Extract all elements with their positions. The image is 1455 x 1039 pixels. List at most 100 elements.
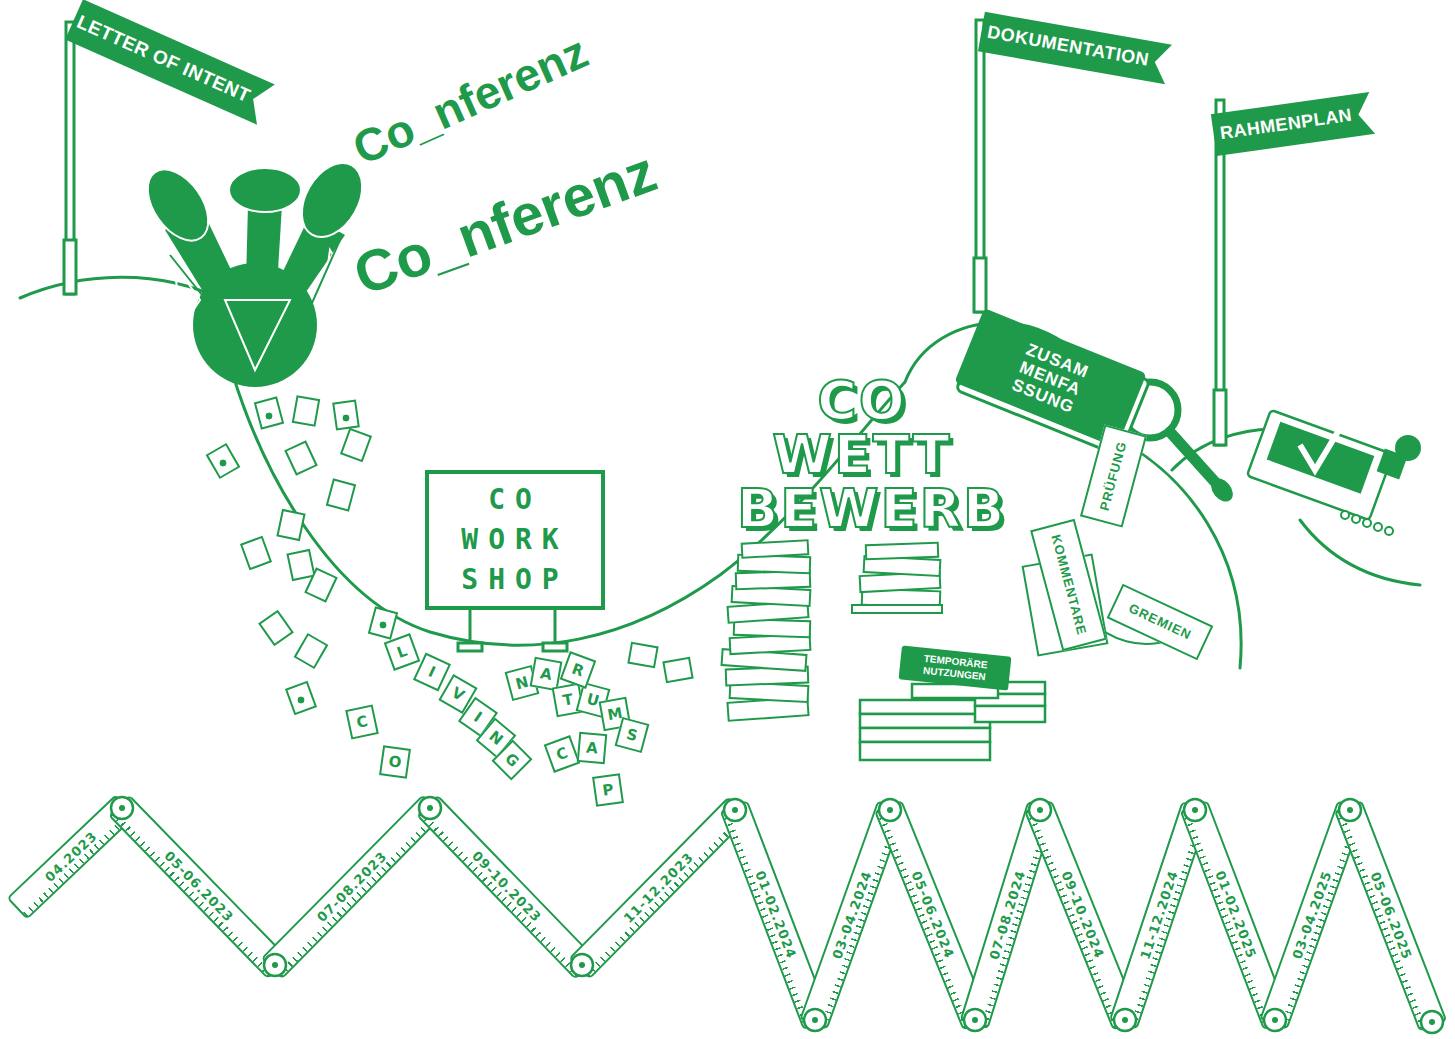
- note: [663, 658, 692, 682]
- pallet-slat: [860, 700, 990, 714]
- ruler-joint: [879, 799, 901, 821]
- ruler-joint: [1339, 799, 1361, 821]
- review-paper-text: PRÜFUNG: [1097, 440, 1129, 513]
- letter-card-text: T: [562, 691, 575, 709]
- ruler-joint: [419, 797, 441, 819]
- ruler-segment-text: 05-06.2025: [1368, 870, 1415, 962]
- ring: [1363, 519, 1371, 527]
- letter-card-text: R: [570, 660, 587, 679]
- ruler-rivet: [1122, 1017, 1128, 1023]
- megaphones: [135, 152, 374, 387]
- ruler-rivet: [427, 805, 433, 811]
- frame-lines: [175, 250, 360, 370]
- milestone-flag: LETTER OF INTENT: [65, 0, 275, 125]
- ruler-joint: [1184, 799, 1206, 821]
- ruler-segment-text: 09-10.2023: [469, 848, 544, 925]
- letter-card-text: N: [486, 728, 506, 749]
- pallets: [860, 682, 1045, 760]
- letter-card: O: [379, 745, 411, 779]
- frame-lines: [170, 240, 340, 330]
- milestone-flag-text: LETTER OF INTENT: [74, 11, 267, 112]
- pallet-slat: [860, 728, 990, 742]
- letter-card-text: A: [585, 739, 598, 756]
- ruler-segment: 09-10.2023: [416, 794, 597, 979]
- ruler-rivet: [119, 805, 125, 811]
- stamp-body: [1377, 449, 1408, 480]
- letter-card: P: [592, 773, 624, 807]
- ruler-rivet: [1429, 1019, 1435, 1025]
- ruler-segment-text: 01-02.2024: [752, 869, 798, 961]
- letter-card-text: G: [502, 750, 522, 770]
- ruler-joint: [111, 797, 133, 819]
- review-paper-text: KOMMENTARE: [1048, 533, 1089, 637]
- letter-card-text: C: [554, 744, 570, 763]
- ring: [1352, 515, 1360, 523]
- review-paper: PRÜFUNG: [1079, 424, 1146, 527]
- board-leg: [554, 608, 557, 645]
- letter-card: C: [544, 735, 581, 773]
- note: [255, 398, 283, 429]
- ruler-joint: [1114, 1009, 1136, 1031]
- ruler-segment-text: 04.2023: [42, 828, 100, 884]
- board-legs: [458, 608, 567, 651]
- plan-book: [1247, 410, 1393, 520]
- ruler-segment-text: 07-08.2024: [987, 869, 1028, 962]
- bulb-mark: [379, 621, 387, 629]
- note: [288, 550, 315, 580]
- pole-base: [974, 258, 986, 312]
- note: [327, 480, 355, 511]
- ruler-joint: [264, 954, 286, 976]
- book-spine-text: TEMPORÄRE NUTZUNGEN: [904, 651, 1006, 685]
- ruler-joint: [1421, 1011, 1443, 1033]
- ruler-rivet: [732, 807, 738, 813]
- letter-card-text: N: [514, 673, 530, 692]
- ruler-rivet: [812, 1017, 818, 1023]
- note: [333, 401, 358, 430]
- workshop-board: CO WORK SHOP: [425, 470, 605, 610]
- ruler-rivet: [1037, 807, 1043, 813]
- ruler-segment: 11-12.2023: [568, 796, 749, 979]
- note-marks: [219, 412, 387, 704]
- pallet-block: [860, 742, 990, 760]
- ruler-segment-text: 09-10.2024: [1058, 869, 1106, 960]
- ruler-rivet: [579, 962, 585, 968]
- ruler-segment-text: 05-06.2024: [908, 869, 956, 960]
- milestone-flag: RAHMENPLAN: [1211, 92, 1375, 156]
- letter-card: A: [577, 732, 608, 764]
- letter-card: S: [615, 717, 650, 753]
- bulb-mark: [265, 412, 273, 420]
- letter-card-text: I: [471, 709, 485, 726]
- ring: [1374, 523, 1382, 531]
- ruler-rivet: [887, 807, 893, 813]
- paper-sheet: [852, 605, 942, 613]
- letter-card-text: L: [395, 643, 410, 662]
- summary-book-text: ZUSAM MENFA SSUNG: [1003, 337, 1097, 419]
- note: [286, 442, 317, 475]
- ruler-rivet: [1347, 807, 1353, 813]
- check-mark: [1300, 420, 1345, 470]
- board-leg: [469, 608, 472, 645]
- paper-stacks: [722, 540, 942, 720]
- review-paper: GREMIEN: [1107, 584, 1214, 661]
- letter-card-text: C: [355, 713, 369, 731]
- ring: [1385, 527, 1393, 535]
- note: [241, 537, 271, 569]
- ruler-rivet: [272, 962, 278, 968]
- bulb-mark: [297, 696, 305, 704]
- workshop-board-text: CO WORK SHOP: [435, 480, 595, 600]
- note: [341, 429, 371, 461]
- note: [286, 682, 316, 714]
- bulb-mark: [342, 414, 350, 422]
- megaphone-mouth: [135, 158, 220, 251]
- ruler-joint: [804, 1009, 826, 1031]
- pole-base: [64, 240, 76, 294]
- bulb-mark: [219, 459, 227, 467]
- review-paper-text: GREMIEN: [1126, 601, 1193, 643]
- board-foot: [543, 643, 567, 651]
- note: [293, 396, 319, 425]
- note: [295, 634, 327, 668]
- paper-sheet: [866, 543, 938, 560]
- ruler-joint: [964, 1009, 986, 1031]
